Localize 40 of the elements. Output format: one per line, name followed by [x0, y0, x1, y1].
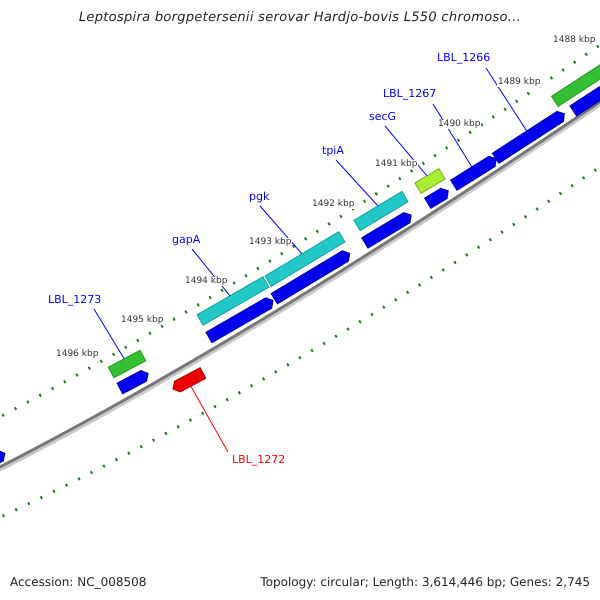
leader-line	[336, 160, 378, 206]
gene-label: LBL_1272	[232, 454, 286, 465]
gene-feature	[424, 188, 449, 210]
gene-feature	[353, 190, 409, 232]
scale-label: 1489 kbp	[497, 78, 542, 87]
gene-feature	[450, 156, 497, 192]
leader-line	[260, 206, 302, 254]
gene-feature	[492, 110, 565, 164]
diagram-title: Leptospira borgpetersenii serovar Hardjo-bovis L550 chromoso...	[78, 11, 522, 24]
scale-label: 1495 kbp	[120, 316, 164, 325]
gene-label: LBL_1267	[383, 88, 436, 99]
gene-feature	[361, 212, 412, 249]
leader-line	[486, 68, 528, 132]
gene-feature	[569, 86, 600, 117]
leader-line	[384, 126, 428, 176]
gene-label: gapA	[172, 234, 200, 245]
scale-label: 1490 kbp	[437, 120, 482, 129]
gene-label: pgk	[249, 191, 270, 202]
scale-label: 1494 kbp	[184, 277, 228, 286]
footer-text: Topology: circular; Length: 3,614,446 bp; Genes: 2,745	[260, 576, 590, 588]
leader-line	[432, 104, 472, 168]
scale-label: 1493 kbp	[248, 238, 292, 247]
gene-feature	[205, 297, 274, 344]
gene-feature	[414, 168, 446, 194]
gene-feature	[550, 62, 600, 108]
leader-line	[190, 386, 228, 452]
gene-feature	[172, 367, 206, 392]
scale-label: 1496 kbp	[55, 350, 100, 359]
gene-label: LBL_1266	[437, 52, 490, 63]
gene-feature	[116, 370, 149, 394]
gene-label: LBL_1273	[48, 294, 102, 305]
gene-label: tpiA	[322, 145, 344, 156]
scale-label: 1488 kbp	[552, 36, 596, 45]
footer-text: Accession: NC_008508	[10, 576, 146, 588]
leader-line	[94, 308, 125, 360]
scale-label: 1492 kbp	[311, 200, 356, 209]
gene-feature	[270, 250, 350, 304]
scale-label: 1491 kbp	[374, 160, 418, 169]
gene-feature	[108, 350, 146, 378]
gene-label: secG	[369, 111, 396, 122]
